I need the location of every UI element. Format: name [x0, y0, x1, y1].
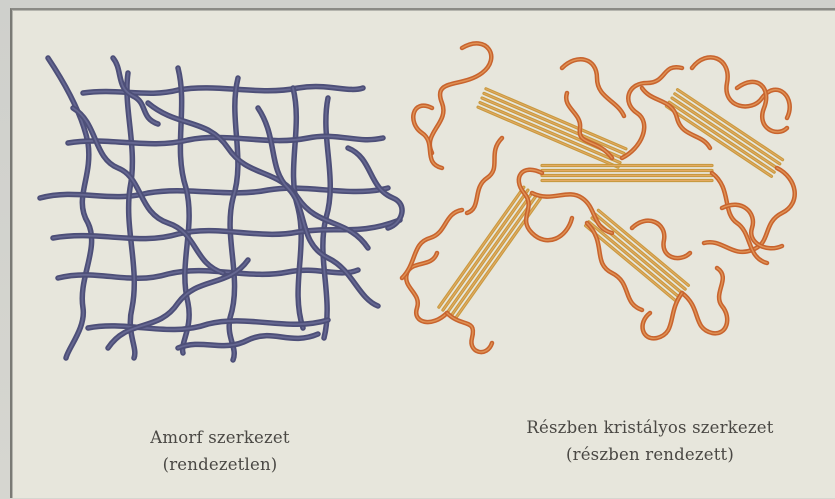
crystalline-bundle-highlight — [451, 196, 536, 316]
amorphous-caption-subtitle: (rendezetlen) — [110, 451, 330, 478]
amorphous-caption: Amorf szerkezet (rendezetlen) — [110, 424, 330, 478]
amorphous-chain — [178, 68, 189, 353]
amorphous-structure-illustration — [28, 48, 418, 368]
semicrystalline-caption-subtitle: (részben rendezett) — [480, 441, 820, 468]
amorphous-chain — [48, 58, 92, 358]
semicrystalline-structure-illustration — [392, 28, 812, 368]
crystalline-loop-chain — [402, 210, 462, 278]
semicrystalline-caption-title: Részben kristályos szerkezet — [480, 414, 820, 441]
crystalline-bundle-highlight — [669, 102, 774, 172]
crystalline-bundle-highlight — [484, 93, 624, 153]
crystalline-loop-chain — [643, 293, 682, 338]
crystalline-bundle-highlight — [443, 190, 528, 310]
crystalline-bundle-highlight — [595, 214, 685, 289]
amorphous-caption-title: Amorf szerkezet — [110, 424, 330, 451]
crystalline-loop-chain — [413, 106, 442, 168]
semicrystalline-caption: Részben kristályos szerkezet (részben re… — [480, 414, 820, 468]
crystalline-bundle-highlight — [480, 103, 620, 163]
crystalline-loop-chain — [467, 138, 502, 213]
crystalline-bundle-highlight — [439, 187, 524, 307]
crystalline-loop-highlight — [447, 313, 492, 352]
